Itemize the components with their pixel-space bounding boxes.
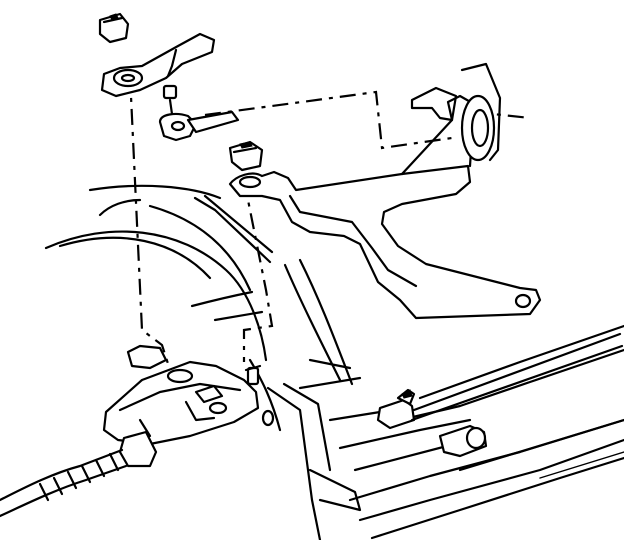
support-bracket <box>228 62 542 320</box>
lower-stud-fitting <box>158 84 240 142</box>
cable-lever <box>376 332 624 458</box>
alignment-line-mid <box>242 179 274 362</box>
actuator-assembly <box>102 344 275 446</box>
upper-bracket-arm <box>100 32 216 98</box>
harness-connector <box>0 430 158 518</box>
alignment-line-left <box>128 74 172 371</box>
upper-nut <box>98 12 130 44</box>
alignment-line-top <box>204 90 453 150</box>
bracket-nut <box>228 140 264 189</box>
